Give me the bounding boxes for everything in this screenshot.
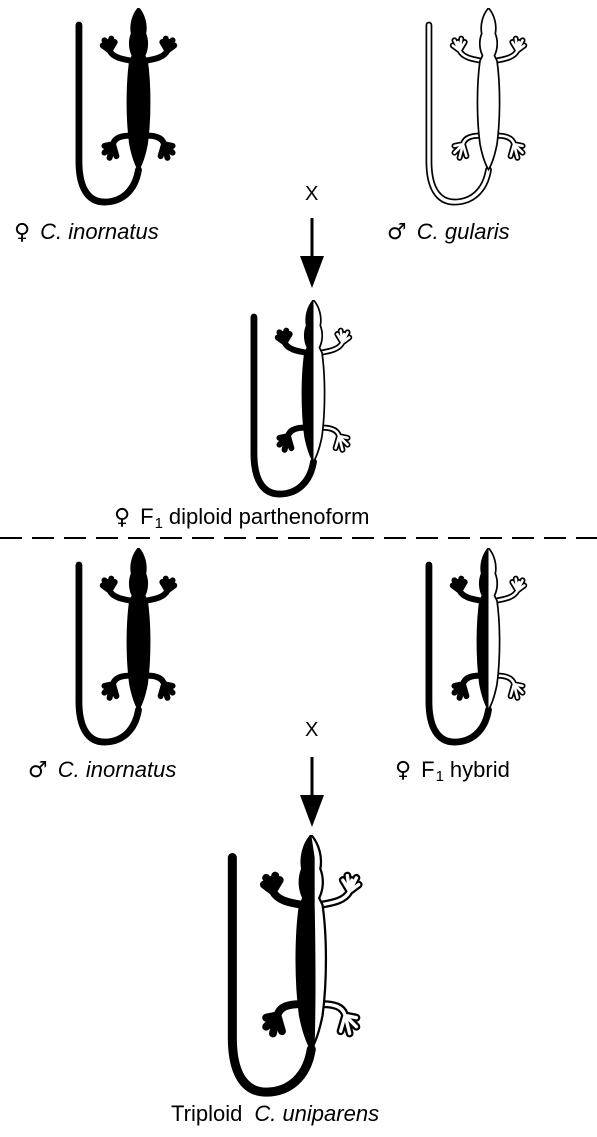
arrow-down-icon	[296, 218, 328, 290]
lizard-triploid-uniparens	[190, 835, 410, 1100]
arrow-down-icon	[296, 757, 328, 829]
lizard-gularis-male	[400, 8, 560, 208]
cross-symbol-1: X	[305, 183, 318, 206]
cross-symbol-2: X	[305, 719, 318, 742]
f1-subscript: 1	[436, 768, 444, 785]
label-triploid: Triploid C. uniparens	[171, 1103, 379, 1125]
generation-divider	[0, 536, 597, 540]
f1-description: hybrid	[450, 757, 510, 782]
f1-prefix: F	[140, 504, 153, 529]
lizard-inornatus-male	[50, 548, 210, 748]
lizard-inornatus-female	[50, 8, 210, 208]
lizard-f1-hybrid	[400, 548, 560, 748]
species-name: C. inornatus	[40, 219, 159, 244]
ploidy-label: Triploid	[171, 1101, 242, 1126]
male-symbol: ♂	[387, 220, 407, 245]
species-name: C. uniparens	[254, 1101, 379, 1126]
male-symbol: ♂	[28, 758, 48, 783]
f1-subscript: 1	[155, 515, 163, 532]
species-name: C. gularis	[417, 219, 510, 244]
f1-prefix: F	[421, 757, 434, 782]
label-inornatus-male: ♂ C. inornatus	[28, 759, 176, 782]
female-symbol: ♀	[395, 758, 411, 783]
female-symbol: ♀	[14, 220, 30, 245]
f1-description: diploid parthenoform	[169, 504, 370, 529]
lizard-f1-parthenoform	[225, 300, 385, 500]
label-inornatus-female: ♀ C. inornatus	[14, 221, 159, 244]
species-name: C. inornatus	[58, 757, 177, 782]
label-f1-parthenoform: ♀ F1 diploid parthenoform	[114, 506, 370, 531]
label-f1-hybrid: ♀ F1 hybrid	[395, 759, 510, 784]
label-gularis-male: ♂ C. gularis	[387, 221, 510, 244]
female-symbol: ♀	[114, 505, 130, 530]
